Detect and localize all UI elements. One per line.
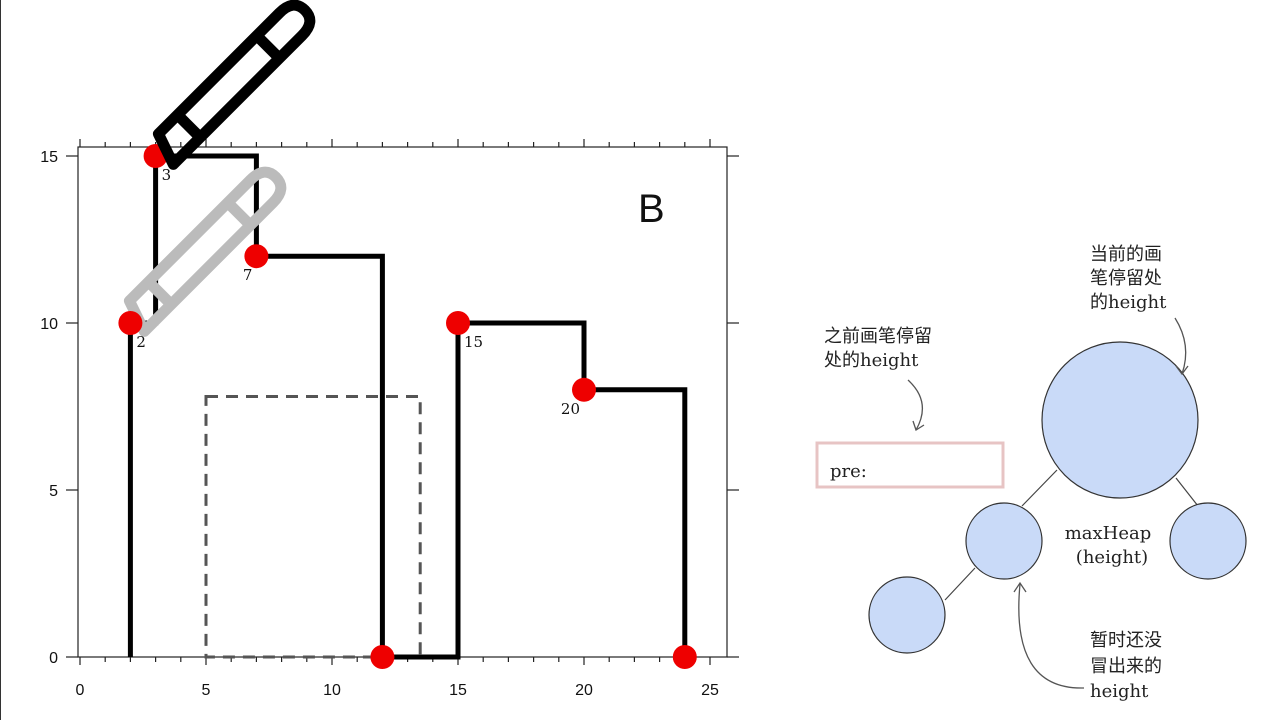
key-point-marker <box>572 377 596 402</box>
key-point-marker <box>118 311 143 335</box>
heap-root-node <box>1041 341 1199 499</box>
pre-box <box>815 441 1005 489</box>
annotation-pending-line3: height <box>1090 681 1149 702</box>
heap-edge <box>944 567 976 601</box>
heap-node-left <box>965 502 1043 580</box>
arrow-icon <box>1174 317 1187 375</box>
annotation-pending-height: 暂时还没 冒出来的 height <box>1013 581 1162 702</box>
y-tick-label: 15 <box>40 149 58 166</box>
key-point-marker <box>446 311 470 335</box>
annotation-current-height: 当前的画 笔停留处 的height <box>1090 244 1189 376</box>
skyline-series-line <box>127 153 688 660</box>
ghost-pencil-icon <box>123 166 287 337</box>
arrow-icon <box>907 379 924 431</box>
annotation-pending-line1: 暂时还没 <box>1090 630 1162 651</box>
axis-tick-labels: 0 5 10 15 20 25 0 5 10 15 <box>40 149 719 699</box>
heap-label-line2: (height) <box>1076 547 1148 568</box>
key-point-marker <box>370 645 395 669</box>
heap-edge <box>1021 469 1058 507</box>
x-tick-label: 25 <box>701 682 719 699</box>
dashed-building-outline <box>204 394 422 659</box>
y-tick-label: 5 <box>49 483 58 500</box>
key-point-label: 20 <box>561 400 580 418</box>
annotation-previous-line1: 之前画笔停留 <box>824 326 932 347</box>
pencil-icon <box>152 0 316 170</box>
heap-node-left-left <box>868 576 946 654</box>
x-tick-label: 15 <box>449 682 467 699</box>
heap-node-right <box>1169 502 1247 580</box>
y-tick-label: 10 <box>40 316 58 333</box>
key-point-label: 7 <box>243 266 253 284</box>
key-point-labels: 2 3 7 15 20 <box>136 166 580 418</box>
key-point-label: 3 <box>162 166 172 184</box>
panel-letter: B <box>638 187 665 231</box>
annotation-previous-height: 之前画笔停留 处的height <box>824 326 932 431</box>
x-tick-label: 10 <box>323 682 341 699</box>
arrow-icon <box>1018 583 1085 689</box>
annotation-pending-line2: 冒出来的 <box>1090 656 1162 677</box>
x-tick-label: 5 <box>202 682 211 699</box>
max-heap-diagram: maxHeap (height) <box>868 341 1247 654</box>
key-point-label: 2 <box>136 333 146 351</box>
annotation-previous-line2: 处的height <box>824 350 919 371</box>
heap-label-line1: maxHeap <box>1065 523 1152 544</box>
key-point-label: 15 <box>464 333 483 351</box>
key-point-marker <box>244 244 269 269</box>
y-tick-label: 0 <box>49 650 58 667</box>
annotation-current-line3: 的height <box>1090 292 1167 313</box>
arrowhead-icon <box>912 420 925 431</box>
key-points <box>118 144 697 669</box>
arrowhead-icon <box>1013 581 1027 593</box>
annotation-current-line1: 当前的画 <box>1090 244 1162 265</box>
key-point-marker <box>672 645 697 669</box>
x-tick-label: 20 <box>575 682 593 699</box>
arrowhead-icon <box>1175 365 1189 376</box>
pre-label: pre: <box>830 461 867 482</box>
annotation-current-line2: 笔停留处 <box>1090 268 1162 289</box>
heap-edge <box>1175 477 1199 507</box>
x-tick-label: 0 <box>76 682 85 699</box>
plot-frame <box>77 146 728 658</box>
